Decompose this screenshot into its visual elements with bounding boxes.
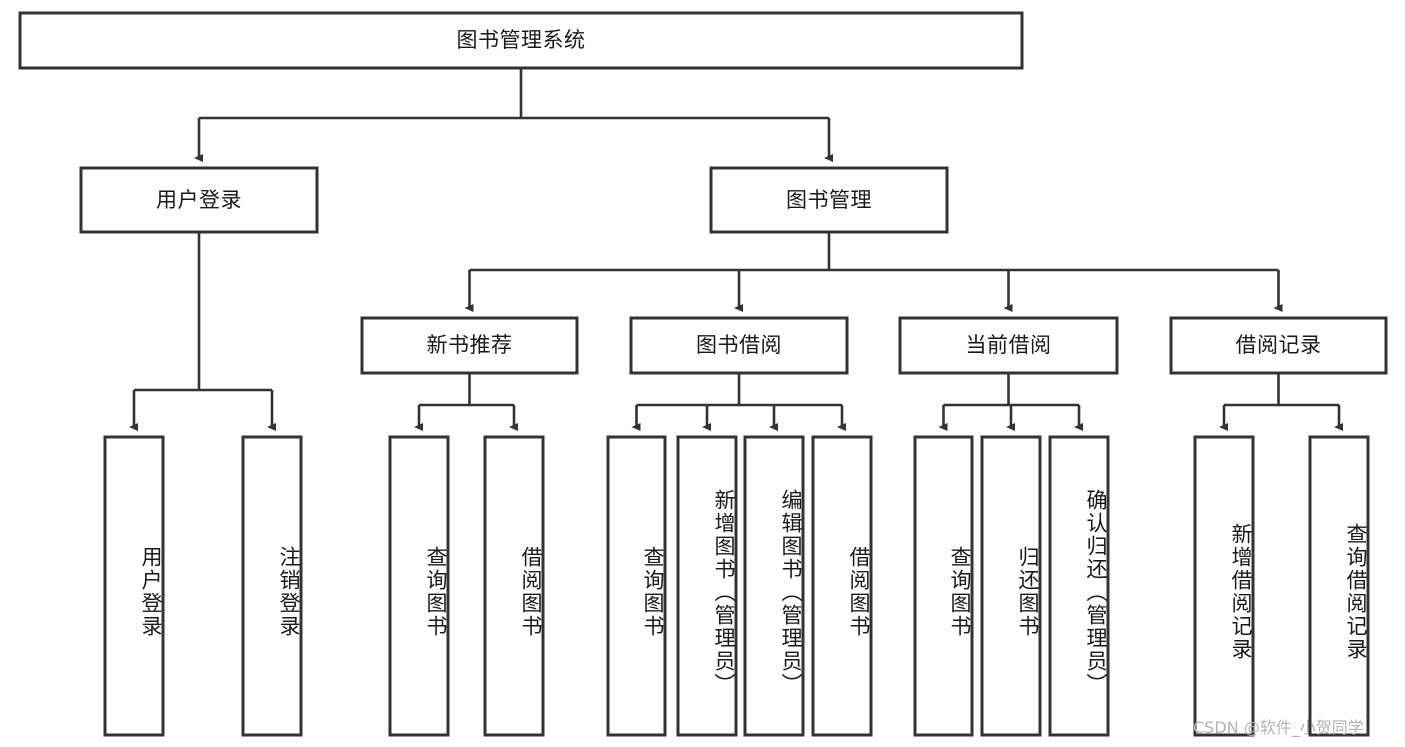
node-box-leaf-add-borrow-record (1193, 435, 1255, 737)
node-box-leaf-borrow-book (811, 435, 873, 737)
node-box-leaf-user-logout (241, 435, 303, 737)
node-box-leaf-add-book-admin (676, 435, 738, 737)
node-box-borrow-record (1169, 316, 1388, 375)
node-box-leaf-borrow-book-recommend (483, 435, 545, 737)
node-box-new-book-recommend (360, 316, 579, 375)
node-box-leaf-user-login (103, 435, 165, 737)
node-box-leaf-query-borrow-record (1308, 435, 1370, 737)
node-box-leaf-query-book-current (913, 435, 974, 737)
node-box-leaf-confirm-return-admin (1048, 435, 1110, 737)
node-box-book-borrow (629, 316, 849, 375)
node-box-leaf-query-book-recommend (388, 435, 450, 737)
node-box-user-login (79, 166, 319, 234)
node-boxes (18, 11, 1388, 737)
node-box-root (18, 11, 1024, 70)
node-box-book-management (709, 166, 949, 234)
node-box-leaf-return-book (980, 435, 1042, 737)
node-edges (129, 68, 1343, 431)
node-box-leaf-query-book-borrow (606, 435, 667, 737)
node-box-leaf-edit-book-admin (743, 435, 805, 737)
node-box-current-borrow (898, 316, 1119, 375)
